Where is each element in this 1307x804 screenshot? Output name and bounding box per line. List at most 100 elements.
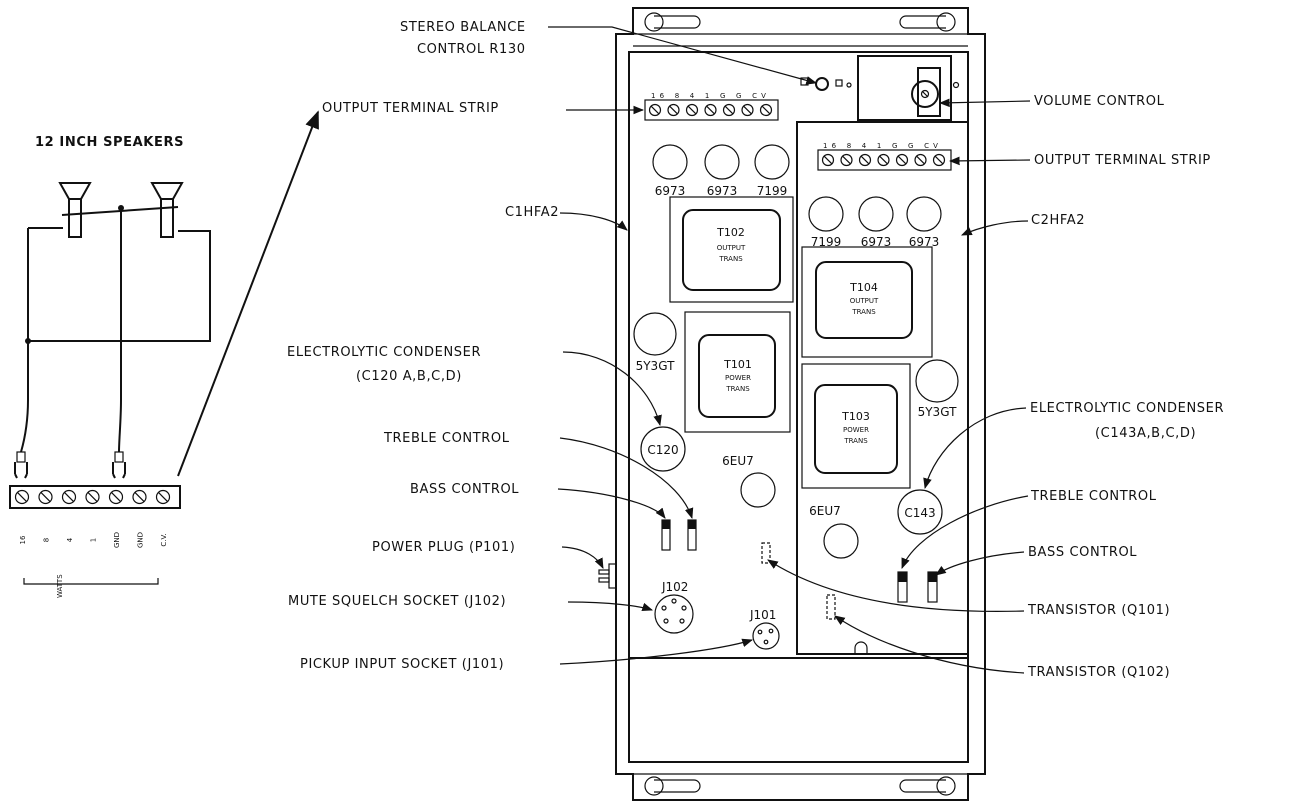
stereo-balance-control[interactable] xyxy=(800,77,852,91)
treble-control-left-knob[interactable] xyxy=(687,519,697,551)
terminal-screw-slot xyxy=(916,155,925,165)
output-terminal-strip-right: 16 8 4 1 G G CV xyxy=(817,142,952,171)
mounting-slot-bottom-left xyxy=(644,776,701,796)
svg-text:T104: T104 xyxy=(849,281,878,294)
c1hfa2-label: C1HFA2 xyxy=(505,205,559,220)
tube-6eu7-left: 6EU7 xyxy=(722,454,776,508)
mute-squelch-label: MUTE SQUELCH SOCKET (J102) xyxy=(288,594,506,609)
output-terminal-strip-left: 16 8 4 1 G G CV xyxy=(644,92,779,121)
volume-control-label: VOLUME CONTROL xyxy=(1034,94,1165,109)
svg-text:5Y3GT: 5Y3GT xyxy=(918,405,957,419)
terminal-screw xyxy=(85,489,100,505)
treble-control-right-knob[interactable] xyxy=(897,571,908,603)
svg-text:T103: T103 xyxy=(841,410,870,423)
bass-left-label: BASS CONTROL xyxy=(410,482,519,497)
bass-control-right-knob[interactable] xyxy=(927,571,938,603)
transistor-q101 xyxy=(761,542,771,564)
subchassis-c2hfa2 xyxy=(796,121,969,655)
terminal-screw xyxy=(132,489,147,505)
speaker-wiring xyxy=(20,205,211,453)
mounting-slot-top-right xyxy=(899,12,956,32)
terminal-screw-slot xyxy=(743,105,752,115)
svg-text:OUTPUT: OUTPUT xyxy=(850,297,879,305)
mounting-slot-top-left xyxy=(644,12,701,32)
svg-text:TRANS: TRANS xyxy=(851,308,876,316)
power-plug-p101 xyxy=(598,563,617,589)
terminal-screw xyxy=(648,103,662,117)
speaker-terminal-label: 4 xyxy=(66,537,74,542)
c2hfa2-label: C2HFA2 xyxy=(1031,213,1085,228)
svg-text:6973: 6973 xyxy=(909,235,940,249)
terminal-screw-slot xyxy=(134,492,145,502)
speaker-terminal-label: C.V. xyxy=(160,533,168,546)
speaker-terminal-label: GND xyxy=(137,532,145,548)
terminal-screw-slot xyxy=(40,492,51,502)
chassis-outline xyxy=(615,7,986,801)
terminal-screw-slot xyxy=(158,492,168,502)
svg-text:J101: J101 xyxy=(749,608,776,622)
tube-6eu7-right: 6EU7 xyxy=(809,504,859,559)
terminal-screw-slot xyxy=(724,105,734,115)
terminal-screw-slot xyxy=(669,105,678,115)
svg-text:T102: T102 xyxy=(716,226,745,239)
power-plug-label: POWER PLUG (P101) xyxy=(372,540,515,555)
terminal-screw xyxy=(895,153,909,167)
svg-text:OUTPUT: OUTPUT xyxy=(717,244,746,252)
transformer-t104: T104 OUTPUT TRANS xyxy=(801,246,933,358)
tube-right-3: 6973 xyxy=(906,196,942,249)
transistor-q102-label: TRANSISTOR (Q102) xyxy=(1027,665,1170,680)
terminal-screw-slot xyxy=(842,155,851,165)
speaker-terminal-label: 16 xyxy=(19,535,27,544)
terminal-screw xyxy=(821,153,835,167)
watts-label: WATTS xyxy=(56,574,64,598)
svg-text:POWER: POWER xyxy=(725,374,751,382)
electrolytic-left-line1: ELECTROLYTIC CONDENSER xyxy=(287,345,481,360)
terminal-screw xyxy=(858,153,872,167)
callouts: STEREO BALANCE CONTROL R130 OUTPUT TERMI… xyxy=(287,20,1224,680)
terminal-screw-slot xyxy=(761,105,771,115)
tube-left-1: 6973 xyxy=(652,144,688,198)
svg-text:6973: 6973 xyxy=(707,184,738,198)
svg-text:7199: 7199 xyxy=(757,184,788,198)
volume-control-knob[interactable] xyxy=(857,55,960,121)
svg-text:C120: C120 xyxy=(647,443,678,457)
terminal-screw xyxy=(61,489,77,505)
electrolytic-right-line1: ELECTROLYTIC CONDENSER xyxy=(1030,401,1224,416)
speaker-terminal-label: 8 xyxy=(43,538,51,542)
terminal-screw-slot xyxy=(111,492,121,502)
bass-control-left-knob[interactable] xyxy=(661,519,671,551)
svg-text:6973: 6973 xyxy=(655,184,686,198)
terminal-screw xyxy=(155,489,171,505)
svg-text:TRANS: TRANS xyxy=(725,385,750,393)
treble-left-label: TREBLE CONTROL xyxy=(383,431,510,446)
terminal-screw xyxy=(667,103,680,117)
tube-left-2: 6973 xyxy=(704,144,740,198)
tube-left-3: 7199 xyxy=(754,144,790,198)
transformer-t102: T102 OUTPUT TRANS xyxy=(669,196,794,303)
svg-text:6973: 6973 xyxy=(861,235,892,249)
terminal-screw-slot xyxy=(934,155,944,165)
terminal-screw xyxy=(685,103,699,117)
speaker-terminal-label: 1 xyxy=(90,538,98,542)
rectifier-left-5y3gt: 5Y3GT xyxy=(633,312,677,373)
speaker-wiring-panel: 12 INCH SPEAKERS xyxy=(9,110,319,598)
speaker-terminal-label: GND xyxy=(113,532,121,548)
terminal-screw xyxy=(877,153,890,167)
rectifier-right-5y3gt: 5Y3GT xyxy=(915,359,959,419)
speaker-terminal-strip xyxy=(9,485,181,509)
transistor-q102 xyxy=(826,594,836,620)
svg-text:16 8 4 1 G G CV: 16 8 4 1 G G CV xyxy=(823,142,942,150)
svg-text:5Y3GT: 5Y3GT xyxy=(636,359,675,373)
svg-text:TRANS: TRANS xyxy=(843,437,868,445)
svg-text:16 8 4 1 G G CV: 16 8 4 1 G G CV xyxy=(651,92,770,100)
terminal-screw-slot xyxy=(879,155,888,165)
terminal-screw-slot xyxy=(17,492,27,502)
pickup-input-label: PICKUP INPUT SOCKET (J101) xyxy=(300,657,504,672)
electrolytic-right-line2: (C143A,B,C,D) xyxy=(1095,426,1196,441)
terminal-screw xyxy=(704,103,717,117)
svg-text:TRANS: TRANS xyxy=(718,255,743,263)
terminal-screw xyxy=(38,489,53,505)
terminal-screw-slot xyxy=(650,105,660,115)
terminal-screw-slot xyxy=(87,492,98,502)
